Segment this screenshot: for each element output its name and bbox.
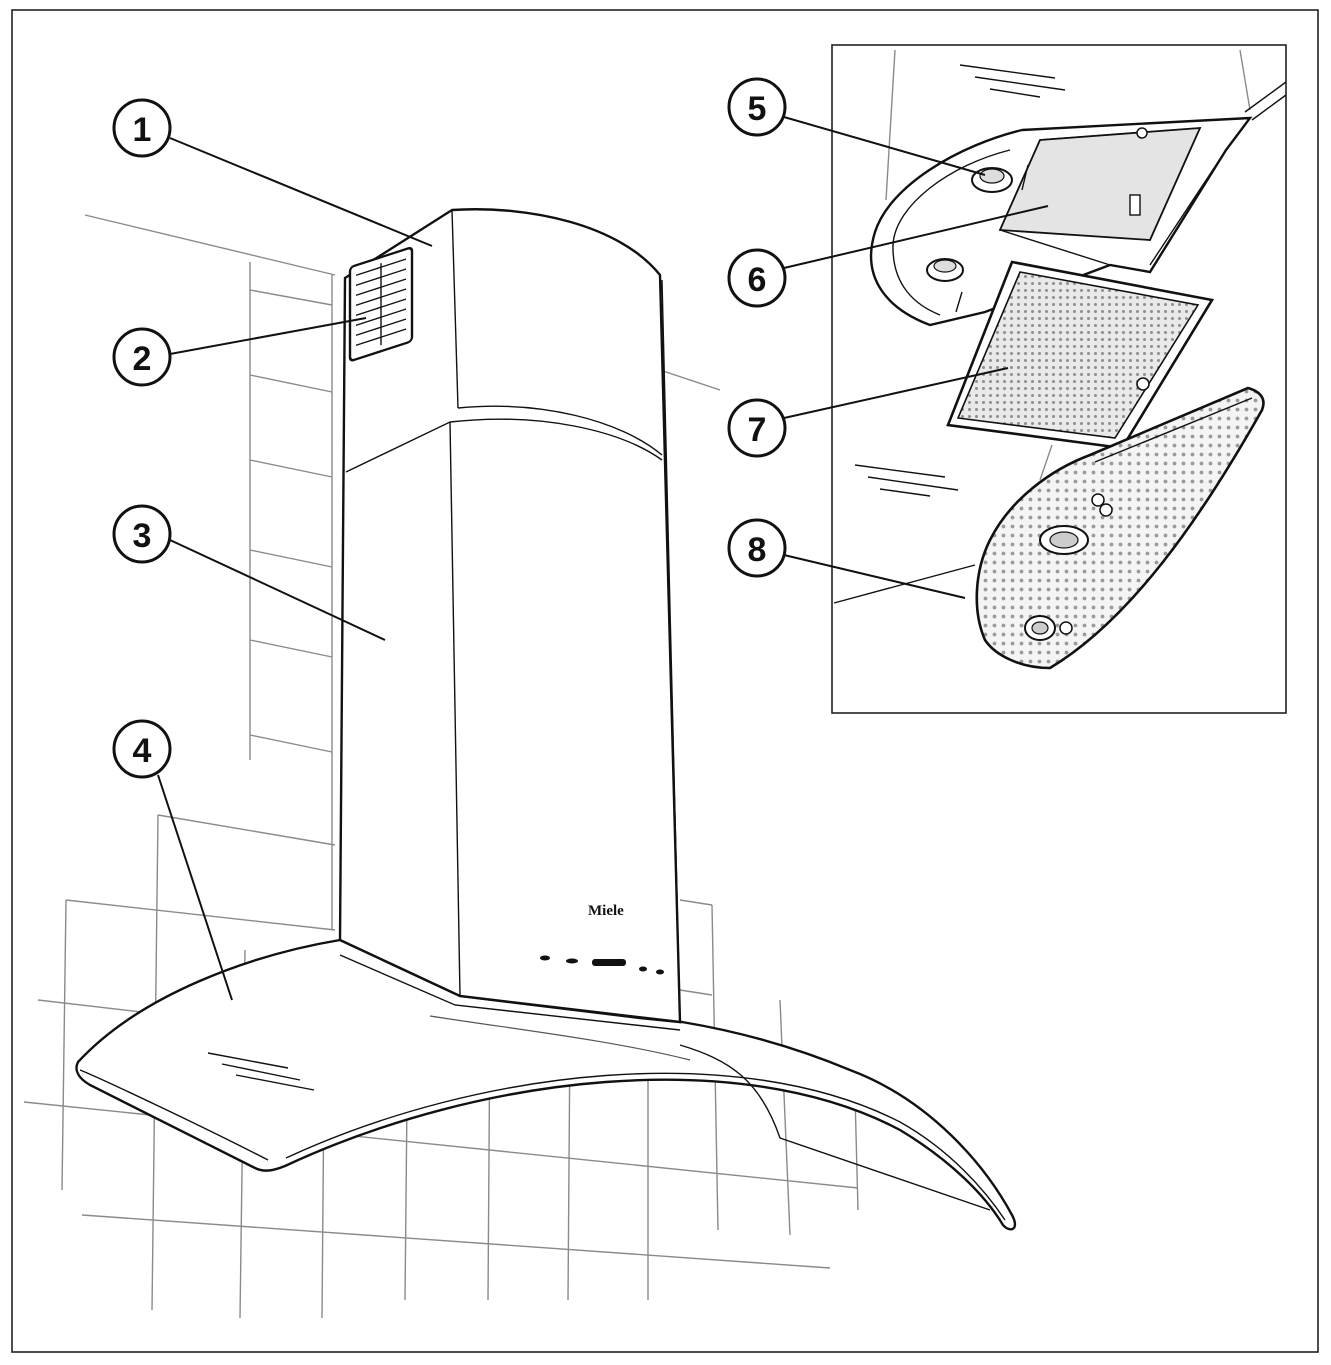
callout-label-5: 5: [748, 90, 767, 128]
brand-logo: Miele: [588, 903, 624, 919]
leader-line-6: [783, 205, 1049, 269]
callout-label-4: 4: [133, 732, 152, 770]
leader-line-8: [783, 554, 966, 599]
callout-label-8: 8: [748, 531, 767, 569]
callout-6: 6: [727, 248, 787, 308]
callout-label-6: 6: [748, 261, 767, 299]
callout-1: 1: [112, 98, 172, 158]
glass-canopy: [75, 938, 1017, 1231]
chimney-housing: [338, 208, 682, 1031]
charcoal-filter: [975, 386, 1265, 670]
leader-line-5: [783, 116, 986, 176]
callout-4: 4: [112, 719, 172, 779]
callout-3: 3: [112, 504, 172, 564]
callout-8: 8: [727, 518, 787, 578]
callout-7: 7: [727, 398, 787, 458]
callout-label-7: 7: [748, 411, 767, 449]
control-buttons: [540, 955, 664, 975]
leader-lines: [157, 116, 1049, 1001]
leader-line-7: [783, 367, 1009, 419]
grease-filter: [946, 260, 1215, 450]
leader-line-4: [157, 774, 233, 1001]
callout-5: 5: [727, 77, 787, 137]
callout-label-2: 2: [133, 340, 152, 378]
leader-line-3: [169, 539, 386, 641]
leader-line-1: [169, 137, 433, 247]
callout-label-3: 3: [133, 517, 152, 555]
leader-line-2: [169, 317, 367, 355]
callout-label-1: 1: [133, 111, 152, 149]
air-outlet-grille: [348, 246, 414, 362]
callout-2: 2: [112, 327, 172, 387]
